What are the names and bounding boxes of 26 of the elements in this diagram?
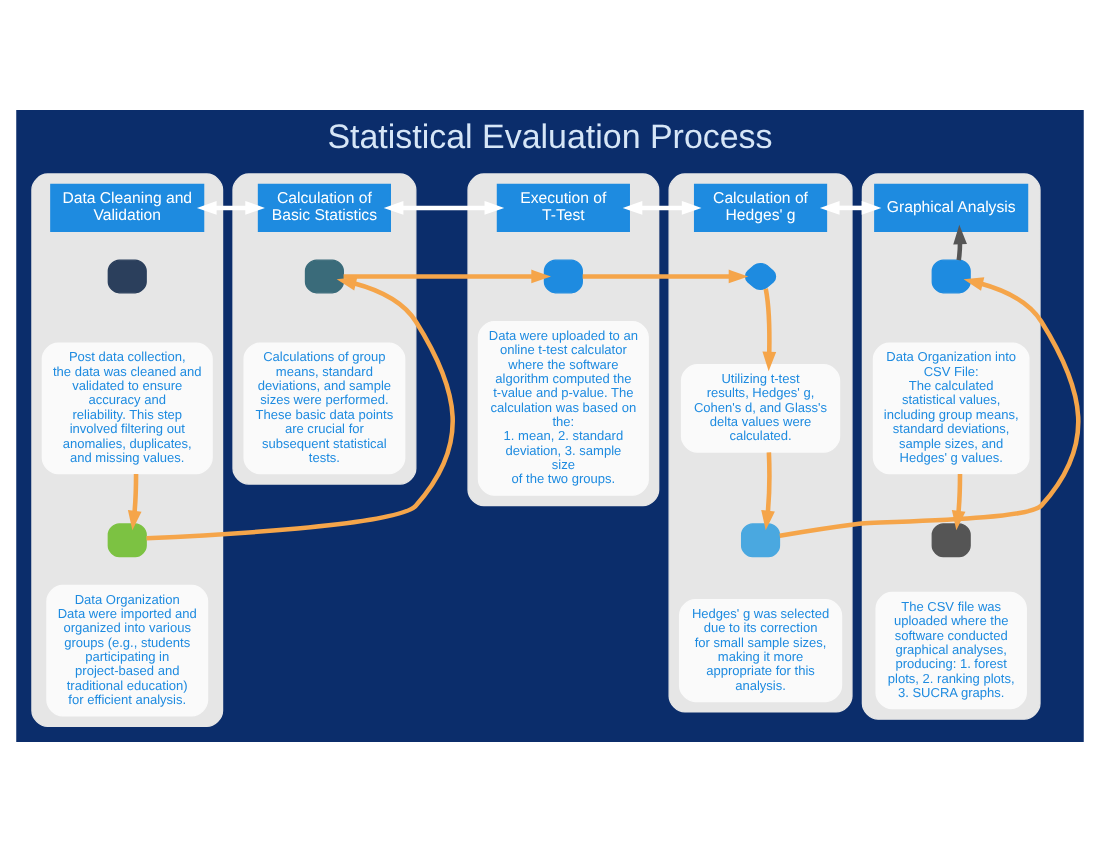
node-box — [931, 258, 971, 293]
node-box — [931, 522, 971, 557]
cluster — [232, 172, 417, 484]
arrow — [779, 276, 1081, 537]
node-box — [107, 258, 147, 293]
cluster — [31, 172, 224, 726]
node-box — [107, 522, 147, 557]
node-box — [543, 258, 583, 293]
cluster — [467, 172, 660, 506]
arrow — [196, 200, 265, 214]
arrow — [383, 200, 505, 214]
node-box — [740, 522, 781, 557]
arrow — [951, 472, 966, 530]
arrow — [953, 223, 967, 260]
arrow — [622, 200, 702, 214]
node-diamond — [744, 261, 777, 290]
node-box — [304, 258, 344, 293]
diagram-title: Statistical Evaluation Process — [327, 116, 773, 155]
cluster — [668, 172, 853, 712]
arrow — [146, 276, 455, 540]
arrow — [761, 451, 775, 530]
arrow — [582, 268, 749, 283]
arrow — [127, 472, 142, 530]
arrow — [762, 287, 777, 371]
arrow — [343, 268, 551, 283]
arrow — [819, 200, 882, 214]
